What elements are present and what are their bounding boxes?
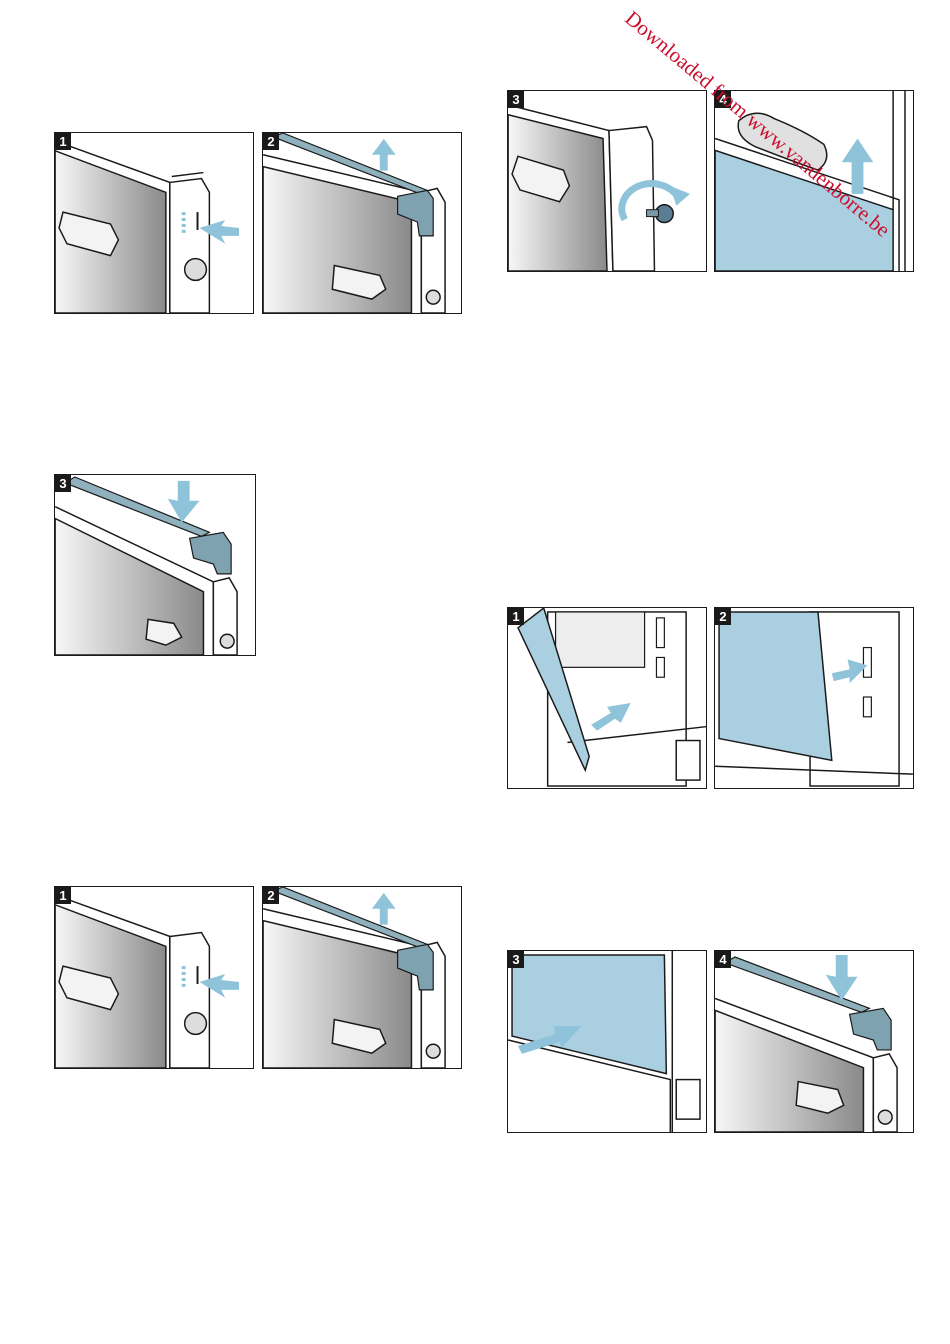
- illustration-step-1: 1: [54, 132, 254, 314]
- illustration-step-2: 2: [262, 886, 462, 1069]
- step-number: 1: [55, 133, 71, 150]
- door-side-view-press-lever: [55, 133, 253, 313]
- illustration-step-3: 3: [507, 950, 707, 1133]
- illustration-step-1: 1: [54, 886, 254, 1069]
- step-number: 3: [508, 951, 524, 968]
- rail-press-down-view: [715, 951, 913, 1132]
- illustration-step-2: 2: [262, 132, 462, 314]
- step-number: 2: [715, 608, 731, 625]
- arrow-icon: [372, 893, 396, 925]
- glass-pane-push-view: [508, 951, 706, 1132]
- unscrew-view: [508, 91, 706, 271]
- glass-pane-insert-view: [508, 608, 706, 788]
- illustration-step-4: 4: [714, 950, 914, 1133]
- step-number: 2: [263, 887, 279, 904]
- step-number: 4: [715, 951, 731, 968]
- rail-press-down-view: [55, 475, 255, 655]
- arrow-icon: [372, 139, 396, 171]
- illustration-step-2: 2: [714, 607, 914, 789]
- step-number: 1: [508, 608, 524, 625]
- illustration-step-3: 3: [507, 90, 707, 272]
- glass-pane-slide-view: [715, 608, 913, 788]
- arrow-icon: [168, 481, 200, 523]
- step-number: 3: [55, 475, 71, 492]
- illustration-step-3: 3: [54, 474, 256, 656]
- door-side-view-press-lever: [55, 887, 253, 1068]
- step-number: 1: [55, 887, 71, 904]
- illustration-step-1: 1: [507, 607, 707, 789]
- rail-lift-view: [263, 887, 461, 1068]
- rail-lift-view: [263, 133, 461, 313]
- step-number: 2: [263, 133, 279, 150]
- screw-icon: [185, 259, 207, 281]
- step-number: 3: [508, 91, 524, 108]
